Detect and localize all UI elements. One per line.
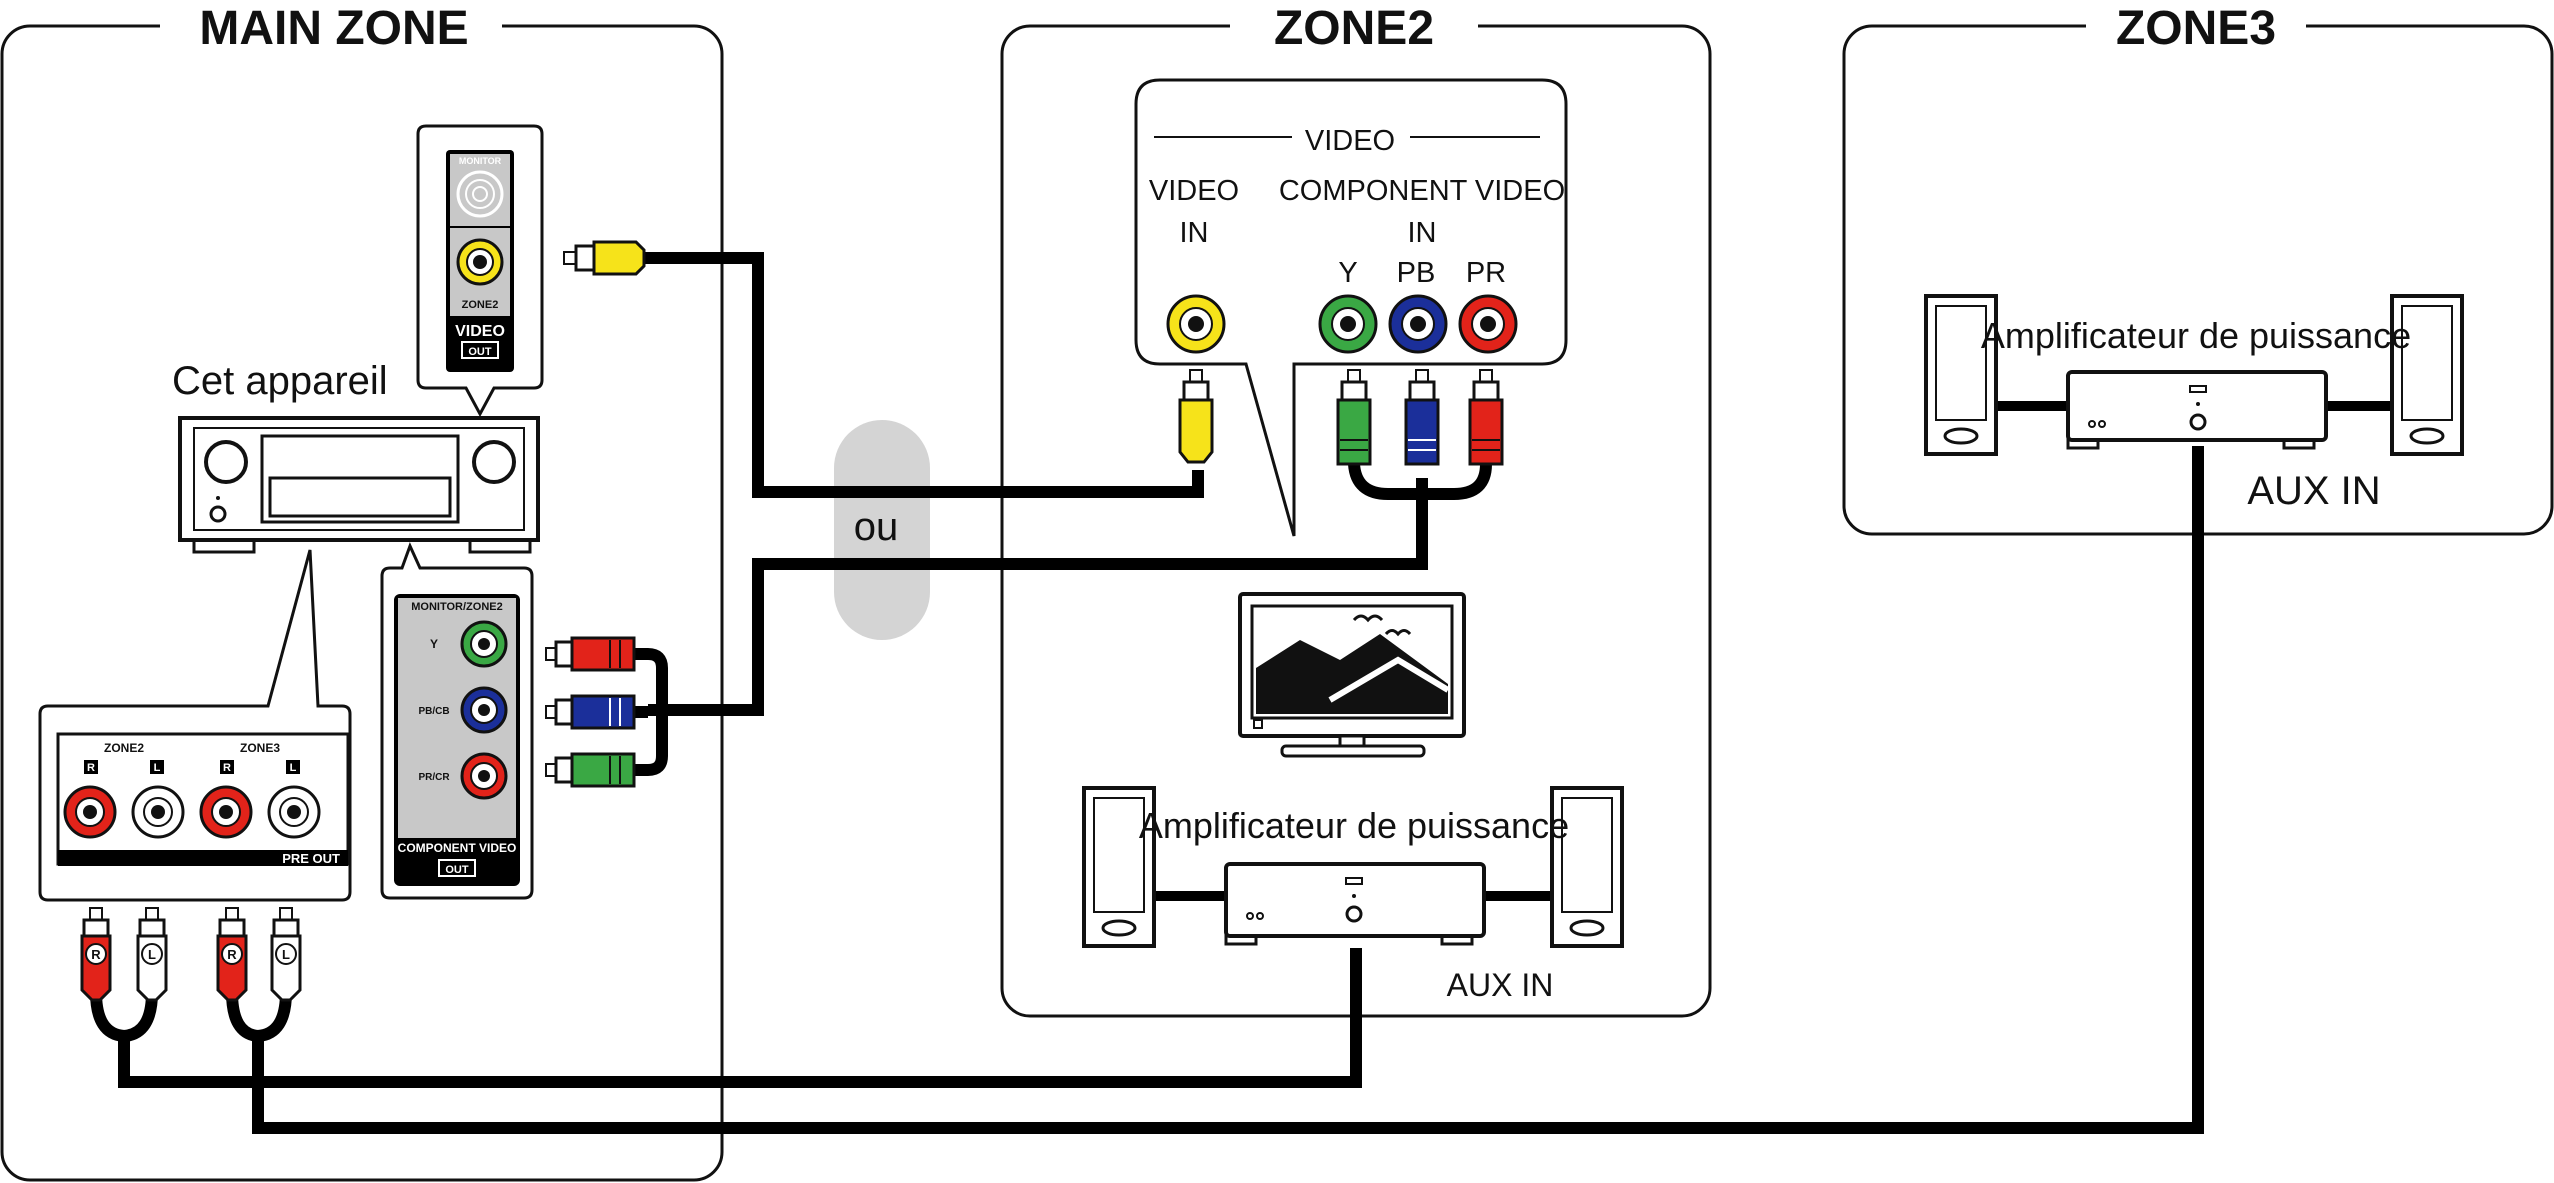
component-header: MONITOR/ZONE2: [411, 601, 502, 613]
zone3-right-speaker: [2390, 294, 2464, 456]
zone3-left-speaker: [1924, 294, 1998, 456]
pre-out-zone3-r-jack: [199, 785, 253, 839]
pre-out-zone3-l-jack: [267, 785, 321, 839]
device-label: Cet appareil: [172, 359, 388, 403]
blue-rca-plug-receiver: [545, 694, 636, 730]
main-zone-box: MAIN ZONE: [0, 2, 724, 1182]
zone3-box: ZONE3: [1842, 2, 2554, 536]
monitor-label: MONITOR: [459, 156, 502, 166]
tv-side-plugs: [1178, 369, 1504, 500]
pre-out-zone3-l-label: L: [290, 762, 297, 774]
tv-component-in-label-2: IN: [1408, 217, 1437, 249]
receiver: [178, 416, 540, 554]
red-rca-plug-tv: [1468, 369, 1504, 466]
zone3-audio-cable: [252, 446, 2204, 1134]
zone3-aux-in-label: AUX IN: [2247, 469, 2380, 513]
zone2-amp-label: Amplificateur de puissance: [1139, 805, 1569, 846]
zone3-title: ZONE3: [2116, 2, 2276, 55]
zone2-left-speaker: [1082, 786, 1156, 948]
pre-out-zone2-r-label: R: [87, 762, 95, 774]
zone3-plug-r: R: [216, 907, 248, 1002]
zone2-right-speaker: [1550, 786, 1624, 948]
zone2-plug-l: L: [136, 907, 168, 1002]
tv-pr-label: PR: [1466, 257, 1506, 289]
green-rca-plug-tv: [1336, 369, 1372, 466]
tv-component-pr-jack: [1458, 294, 1518, 354]
tv-video-in-label-1: VIDEO: [1149, 175, 1239, 207]
tv-video-section-label: VIDEO: [1305, 125, 1395, 157]
component-pr-label: PR/CR: [418, 772, 450, 783]
component-y-label: Y: [430, 637, 438, 651]
zone2-aux-in-label: AUX IN: [1447, 967, 1554, 1003]
tv-pb-label: PB: [1397, 257, 1436, 289]
tv-input-panel: VIDEO VIDEO IN COMPONENT VIDEO IN Y PB P…: [1134, 78, 1568, 537]
zone2-plug-r: R: [80, 907, 112, 1002]
zone3-plug-l-label: L: [282, 947, 290, 962]
blue-rca-plug-tv: [1404, 369, 1440, 466]
tv-video-in-jack: [1166, 294, 1226, 354]
tv-icon: [1238, 592, 1466, 758]
zone3-amplifier-setup: Amplificateur de puissance AUX IN: [1924, 294, 2464, 513]
or-separator: [834, 420, 930, 640]
yellow-rca-plug-tv: [1178, 369, 1214, 464]
zone2-title: ZONE2: [1274, 2, 1434, 55]
component-pb-label: PB/CB: [418, 706, 449, 717]
tv-component-in-label-1: COMPONENT VIDEO: [1279, 175, 1565, 207]
pre-out-zone3-label: ZONE3: [240, 741, 280, 755]
zone3-plug-r-label: R: [227, 947, 237, 962]
zone2-amplifier: [1224, 862, 1486, 946]
component-footer: COMPONENT VIDEO: [398, 841, 517, 855]
pre-out-zone2-l-jack: [131, 785, 185, 839]
tv-video-in-label-2: IN: [1180, 217, 1209, 249]
tv-component-y-jack: [1318, 294, 1378, 354]
zone3-amp-label: Amplificateur de puissance: [1981, 315, 2411, 356]
pre-out-zone2-l-label: L: [154, 762, 161, 774]
video-out-panel: MONITOR ZONE2 VIDEO OUT: [416, 124, 544, 418]
video-out-label: OUT: [468, 346, 492, 358]
component-plugs-receiver: [545, 636, 668, 788]
component-out-label: OUT: [445, 864, 469, 876]
main-zone-title: MAIN ZONE: [199, 2, 468, 55]
green-rca-plug-receiver: [545, 752, 636, 788]
zone2-amplifier-setup: Amplificateur de puissance AUX IN: [1082, 786, 1624, 1003]
pre-out-label: PRE OUT: [282, 851, 340, 866]
zone3-plug-l: L: [270, 907, 302, 1002]
video-label: VIDEO: [455, 323, 505, 340]
zone2-plug-r-label: R: [91, 947, 101, 962]
zone3-amplifier: [2066, 370, 2328, 450]
cables: [118, 252, 2204, 1134]
pre-out-zone2-label: ZONE2: [104, 741, 144, 755]
pre-out-zone2-r-jack: [63, 785, 117, 839]
red-rca-plug-receiver: [545, 636, 636, 672]
pre-out-panel: PRE OUT ZONE2 ZONE3 R L R L: [38, 549, 352, 902]
zone2-plug-l-label: L: [148, 947, 156, 962]
tv-y-label: Y: [1338, 257, 1357, 289]
composite-video-cable: [620, 252, 1204, 498]
component-video-cable: [648, 478, 1428, 716]
zone2-audio-cable: [118, 948, 1362, 1088]
component-out-panel: MONITOR/ZONE2 Y PB/CB PR/CR COMPONENT VI…: [380, 542, 534, 900]
or-label: ou: [854, 505, 899, 549]
tv-component-pb-jack: [1388, 294, 1448, 354]
zone2-stereo-plugs: R L: [80, 907, 168, 1043]
zone3-stereo-plugs: R L: [216, 907, 302, 1043]
yellow-rca-plug-receiver: [563, 240, 646, 276]
zone2-jack-label: ZONE2: [462, 299, 499, 311]
pre-out-zone3-r-label: R: [223, 762, 231, 774]
